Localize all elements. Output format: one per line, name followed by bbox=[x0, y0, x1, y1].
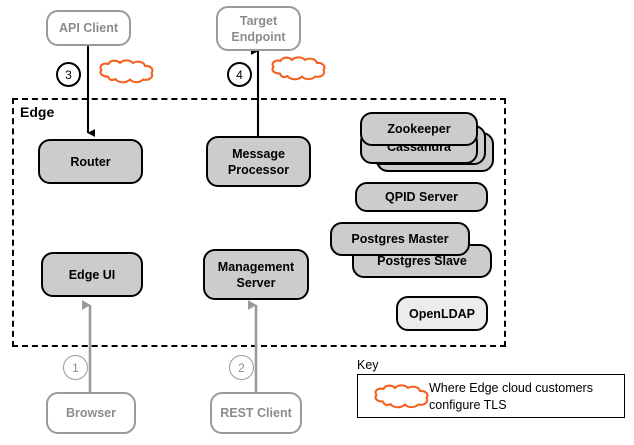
node-postgres-master[interactable]: Postgres Master bbox=[330, 222, 470, 256]
node-management-server[interactable]: Management Server bbox=[203, 249, 309, 300]
step-marker-1: 1 bbox=[63, 355, 88, 380]
edge-boundary-label: Edge bbox=[20, 104, 55, 120]
node-edge-ui[interactable]: Edge UI bbox=[41, 252, 143, 297]
step-marker-2: 2 bbox=[229, 355, 254, 380]
node-api-client[interactable]: API Client bbox=[46, 10, 131, 46]
step-marker-2-number: 2 bbox=[238, 360, 245, 375]
step-marker-3: 3 bbox=[56, 62, 81, 87]
node-router[interactable]: Router bbox=[38, 139, 143, 184]
service-stack-postgres: Postgres Slave Postgres Master bbox=[330, 222, 500, 284]
node-edge-ui-label: Edge UI bbox=[68, 267, 116, 282]
node-zookeeper-label: Zookeeper bbox=[387, 122, 451, 136]
node-management-server-label-line2: Server bbox=[236, 275, 276, 290]
node-qpid-server[interactable]: QPID Server bbox=[355, 182, 488, 212]
node-zookeeper[interactable]: Zookeeper bbox=[360, 112, 478, 146]
node-management-server-label-line1: Management bbox=[217, 259, 295, 274]
node-qpid-server-label: QPID Server bbox=[385, 190, 458, 204]
key-heading: Key bbox=[357, 358, 379, 372]
node-rest-client-label: REST Client bbox=[220, 406, 292, 420]
node-rest-client[interactable]: REST Client bbox=[210, 392, 302, 434]
key-description-line2: configure TLS bbox=[429, 397, 507, 412]
node-api-client-label: API Client bbox=[58, 21, 119, 35]
cloud-icon-router bbox=[95, 58, 157, 91]
step-marker-4-number: 4 bbox=[236, 67, 243, 82]
node-message-processor-label-line2: Processor bbox=[227, 162, 290, 177]
node-target-endpoint[interactable]: Target Endpoint bbox=[216, 6, 301, 51]
node-openldap-label: OpenLDAP bbox=[409, 306, 475, 321]
cloud-icon-key bbox=[370, 383, 432, 416]
node-target-endpoint-label-line1: Target bbox=[239, 13, 278, 28]
node-message-processor-label-line1: Message bbox=[232, 146, 285, 161]
node-target-endpoint-label-line2: Endpoint bbox=[231, 29, 286, 44]
step-marker-3-number: 3 bbox=[65, 67, 72, 82]
step-marker-4: 4 bbox=[227, 62, 252, 87]
key-description: Where Edge cloud customers configure TLS bbox=[429, 380, 621, 414]
node-postgres-slave-label: Postgres Slave bbox=[377, 254, 467, 268]
service-stack-zookeeper-cassandra: Cassandra Zookeeper bbox=[352, 112, 497, 178]
key-description-line1: Where Edge cloud customers bbox=[429, 381, 593, 395]
node-browser-label: Browser bbox=[65, 406, 117, 420]
step-marker-1-number: 1 bbox=[72, 360, 79, 375]
node-router-label: Router bbox=[70, 154, 111, 169]
node-browser[interactable]: Browser bbox=[46, 392, 136, 434]
cloud-icon-message-processor bbox=[267, 55, 329, 88]
node-message-processor[interactable]: Message Processor bbox=[206, 136, 311, 187]
node-postgres-master-label: Postgres Master bbox=[351, 232, 449, 246]
node-openldap[interactable]: OpenLDAP bbox=[396, 296, 488, 331]
